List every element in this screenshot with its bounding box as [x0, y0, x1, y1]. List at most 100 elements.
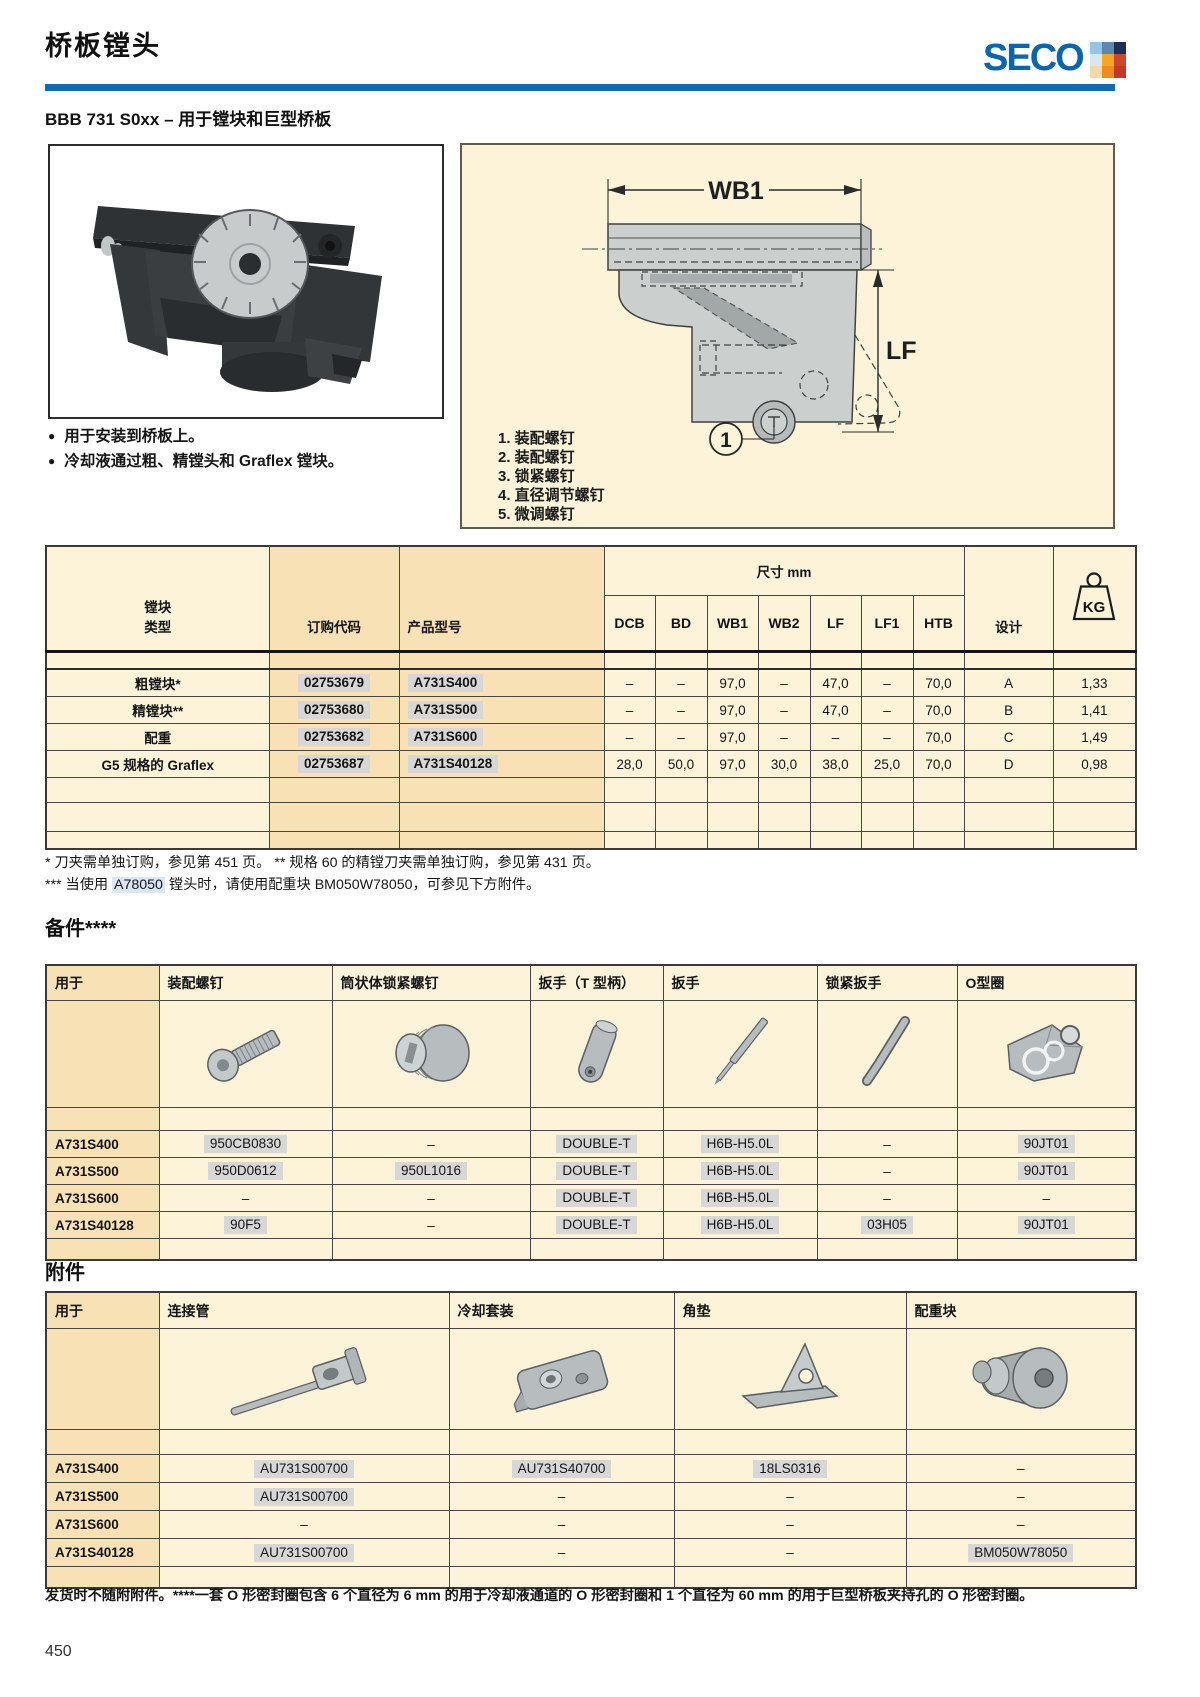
empty-cell: [45, 1238, 160, 1261]
value-cell: AU731S00700: [158, 1538, 450, 1567]
empty-cell: [529, 1238, 664, 1261]
dim-header: LF1: [860, 595, 914, 653]
table-row: A731S600 – – – –: [45, 1510, 1137, 1539]
empty-cell: [1052, 777, 1137, 803]
empty-cell: [956, 1107, 1137, 1131]
dim-cell: –: [654, 668, 708, 697]
empty-cell: [45, 1429, 160, 1455]
product-cell: A731S600: [398, 723, 605, 751]
empty-cell: [654, 802, 708, 832]
empty-cell: [603, 777, 656, 803]
empty-cell: [398, 777, 605, 803]
dim-header: WB1: [706, 595, 759, 653]
for-cell: A731S40128: [45, 1538, 160, 1567]
empty-row: [45, 1238, 1137, 1261]
empty-cell: [809, 651, 862, 670]
empty-cell: [331, 1107, 531, 1131]
seco-logo-text: SECO: [983, 37, 1085, 79]
table-row: A731S400 AU731S00700 AU731S40700 18LS031…: [45, 1454, 1137, 1483]
feature-bullets: ●用于安装到桥板上。 ●冷却液通过粗、精镗头和 Graflex 镗块。: [48, 424, 343, 474]
value-cell: 90JT01: [956, 1130, 1137, 1158]
table-row: 粗镗块* 02753679 A731S400 – – 97,0 – 47,0 –…: [45, 668, 1137, 697]
header-row: 用于 连接管 冷却套装 角垫 配重块: [45, 1291, 1137, 1329]
value-cell: –: [331, 1130, 531, 1158]
col-header: O型圈: [956, 964, 1137, 1001]
empty-cell: [1052, 802, 1137, 832]
value-cell: –: [816, 1130, 958, 1158]
empty-cell: [603, 651, 656, 670]
type-cell: 粗镗块*: [45, 668, 270, 697]
empty-cell: [673, 1429, 907, 1455]
icon-cell: [529, 1000, 664, 1108]
seco-logo-mark-icon: [1089, 42, 1126, 78]
value-cell: DOUBLE-T: [529, 1184, 664, 1212]
empty-cell: [809, 802, 862, 832]
dim-cell: –: [809, 723, 862, 751]
empty-cell: [816, 1107, 958, 1131]
empty-cell: [448, 1429, 675, 1455]
value-cell: –: [331, 1211, 531, 1239]
dim-cell: 97,0: [706, 723, 759, 751]
dim-cell: –: [860, 668, 914, 697]
value-cell: –: [673, 1538, 907, 1567]
empty-cell: [912, 651, 965, 670]
table-row: G5 规格的 Graflex 02753687 A731S40128 28,0 …: [45, 750, 1137, 778]
value-cell: 90F5: [158, 1211, 333, 1239]
dim-cell: –: [603, 668, 656, 697]
empty-cell: [860, 777, 914, 803]
design-cell: A: [963, 668, 1054, 697]
technical-diagram: WB1 LF 1 1. 装配螺钉 2. 装配螺钉 3. 锁紧螺钉 4. 直径调节: [460, 143, 1115, 529]
col-header: 扳手（T 型柄）: [529, 964, 664, 1001]
diagram-legend: 1. 装配螺钉 2. 装配螺钉 3. 锁紧螺钉 4. 直径调节螺钉 5. 微调螺…: [498, 429, 605, 524]
spare-parts-table: 用于 装配螺钉 筒状体锁紧螺钉 扳手（T 型柄） 扳手 锁紧扳手 O型圈: [45, 964, 1137, 1261]
connecting-tube-icon: [230, 1346, 367, 1415]
icon-cell: [905, 1328, 1137, 1430]
empty-cell: [757, 651, 811, 670]
empty-cell: [816, 1238, 958, 1261]
empty-cell: [45, 802, 270, 832]
angle-pad-icon: [741, 1341, 839, 1409]
col-header: 锁紧扳手: [816, 964, 958, 1001]
dim-header: LF: [809, 595, 862, 653]
empty-row: [45, 831, 1137, 850]
value-cell: –: [158, 1510, 450, 1539]
table-row: A731S600 – – DOUBLE-T H6B-H5.0L – –: [45, 1184, 1137, 1212]
value-cell: –: [816, 1184, 958, 1212]
value-cell: 90JT01: [956, 1211, 1137, 1239]
empty-row: [45, 777, 1137, 803]
value-cell: DOUBLE-T: [529, 1211, 664, 1239]
value-cell: –: [673, 1510, 907, 1539]
icon-cell: [158, 1328, 450, 1430]
seco-logo: SECO: [983, 37, 1126, 79]
value-cell: –: [905, 1482, 1137, 1511]
list-item: ●冷却液通过粗、精镗头和 Graflex 镗块。: [48, 453, 344, 470]
dim-cell: –: [654, 723, 708, 751]
empty-cell: [268, 651, 400, 670]
empty-row: [45, 1566, 1137, 1589]
legend-item: 1. 装配螺钉: [498, 430, 575, 447]
product-cell: A731S400: [398, 668, 605, 697]
dim-cell: –: [860, 696, 914, 724]
empty-cell: [603, 802, 656, 832]
dim-cell: 70,0: [912, 668, 965, 697]
for-cell: A731S500: [45, 1482, 160, 1511]
type-header: 镗块类型: [45, 545, 270, 653]
empty-cell: [45, 1328, 160, 1430]
assembly-screw-icon: [206, 1029, 280, 1082]
kg-cell: 0,98: [1052, 750, 1137, 778]
empty-cell: [963, 651, 1054, 670]
icon-cell: [158, 1000, 333, 1108]
table-row: 精镗块** 02753680 A731S500 – – 97,0 – 47,0 …: [45, 696, 1137, 724]
empty-cell: [912, 802, 965, 832]
value-cell: –: [905, 1510, 1137, 1539]
product-cell: A731S40128: [398, 750, 605, 778]
empty-cell: [662, 1107, 818, 1131]
dim-cell: 38,0: [809, 750, 862, 778]
t-handle-wrench-icon: [577, 1019, 618, 1083]
col-header: 扳手: [662, 964, 818, 1001]
table-row: A731S40128 AU731S00700 – – BM050W78050: [45, 1538, 1137, 1567]
dim-cell: –: [654, 696, 708, 724]
dim-cell: –: [757, 696, 811, 724]
empty-cell: [158, 1107, 333, 1131]
empty-cell: [673, 1566, 907, 1589]
